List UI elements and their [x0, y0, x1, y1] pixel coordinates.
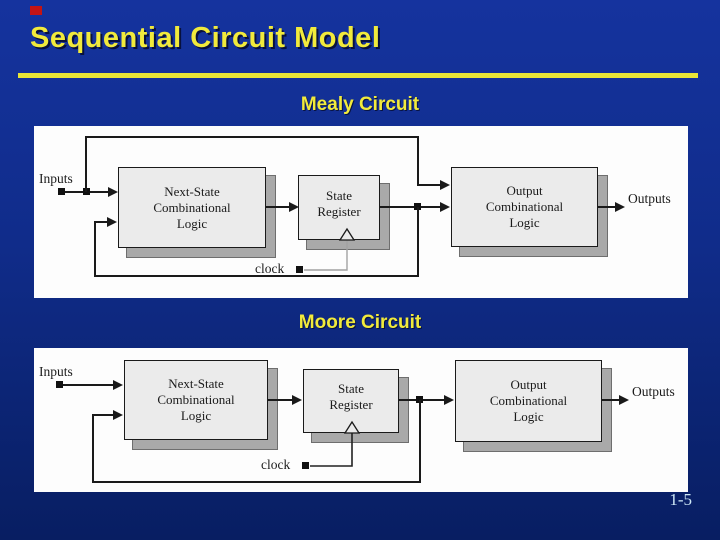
box-label-line: Logic	[180, 408, 212, 423]
title-underline-rule	[18, 73, 698, 78]
moore-register-output-wire	[399, 395, 454, 405]
box-label-line: Output	[506, 183, 543, 198]
mealy-circuit-heading: Mealy Circuit	[300, 94, 420, 115]
box-label-line: Combinational	[485, 199, 564, 214]
box-label-line: Logic	[509, 215, 540, 230]
moore-circuit-heading: Moore Circuit	[298, 312, 422, 333]
mealy-output-wire	[598, 202, 625, 212]
mealy-state-register-box: State Register	[298, 175, 380, 240]
moore-outputs-label: Outputs	[632, 384, 675, 399]
mealy-next-state-logic-box: Next-State Combinational Logic	[118, 167, 266, 248]
box-label-line: Next-State	[164, 183, 220, 199]
page-title: Sequential Circuit Model	[30, 22, 381, 54]
moore-clock-label: clock	[261, 457, 291, 472]
box-label-line: State	[326, 187, 352, 203]
box-label-line: Combinational	[489, 393, 568, 408]
mealy-clock-label: clock	[255, 261, 285, 276]
moore-next-state-logic-box: Next-State Combinational Logic	[124, 360, 268, 440]
moore-state-register-box: State Register	[303, 369, 399, 433]
mealy-register-output-wire	[380, 202, 450, 212]
moore-circuit-panel: Next-State Combinational Logic State Reg…	[34, 348, 688, 492]
box-label-line: Register	[329, 397, 373, 412]
box-label-line: Combinational	[157, 392, 235, 407]
moore-nextstate-to-register-wire	[268, 395, 302, 405]
moore-output-logic-box: Output Combinational Logic	[455, 360, 602, 442]
box-label-line: Logic	[176, 215, 208, 231]
mealy-nextstate-to-register-wire	[266, 202, 299, 212]
box-label-line: Logic	[513, 409, 544, 424]
page-number: 1-5	[669, 490, 692, 509]
box-label-line: Combinational	[153, 199, 231, 215]
moore-output-wire	[602, 395, 629, 405]
moore-inputs-label: Inputs	[39, 364, 73, 379]
mealy-outputs-label: Outputs	[628, 191, 671, 206]
moore-input-wire	[56, 380, 123, 390]
box-label-line: State	[338, 381, 364, 396]
mealy-output-logic-box: Output Combinational Logic	[451, 167, 598, 247]
mealy-input-wire	[58, 187, 118, 197]
box-label-line: Next-State	[168, 376, 224, 391]
box-label-line: Output	[510, 377, 547, 392]
red-corner-mark	[30, 6, 42, 15]
box-label-line: Register	[317, 203, 361, 219]
mealy-inputs-label: Inputs	[39, 171, 73, 186]
mealy-circuit-panel: Next-State Combinational Logic State Reg…	[34, 126, 688, 298]
